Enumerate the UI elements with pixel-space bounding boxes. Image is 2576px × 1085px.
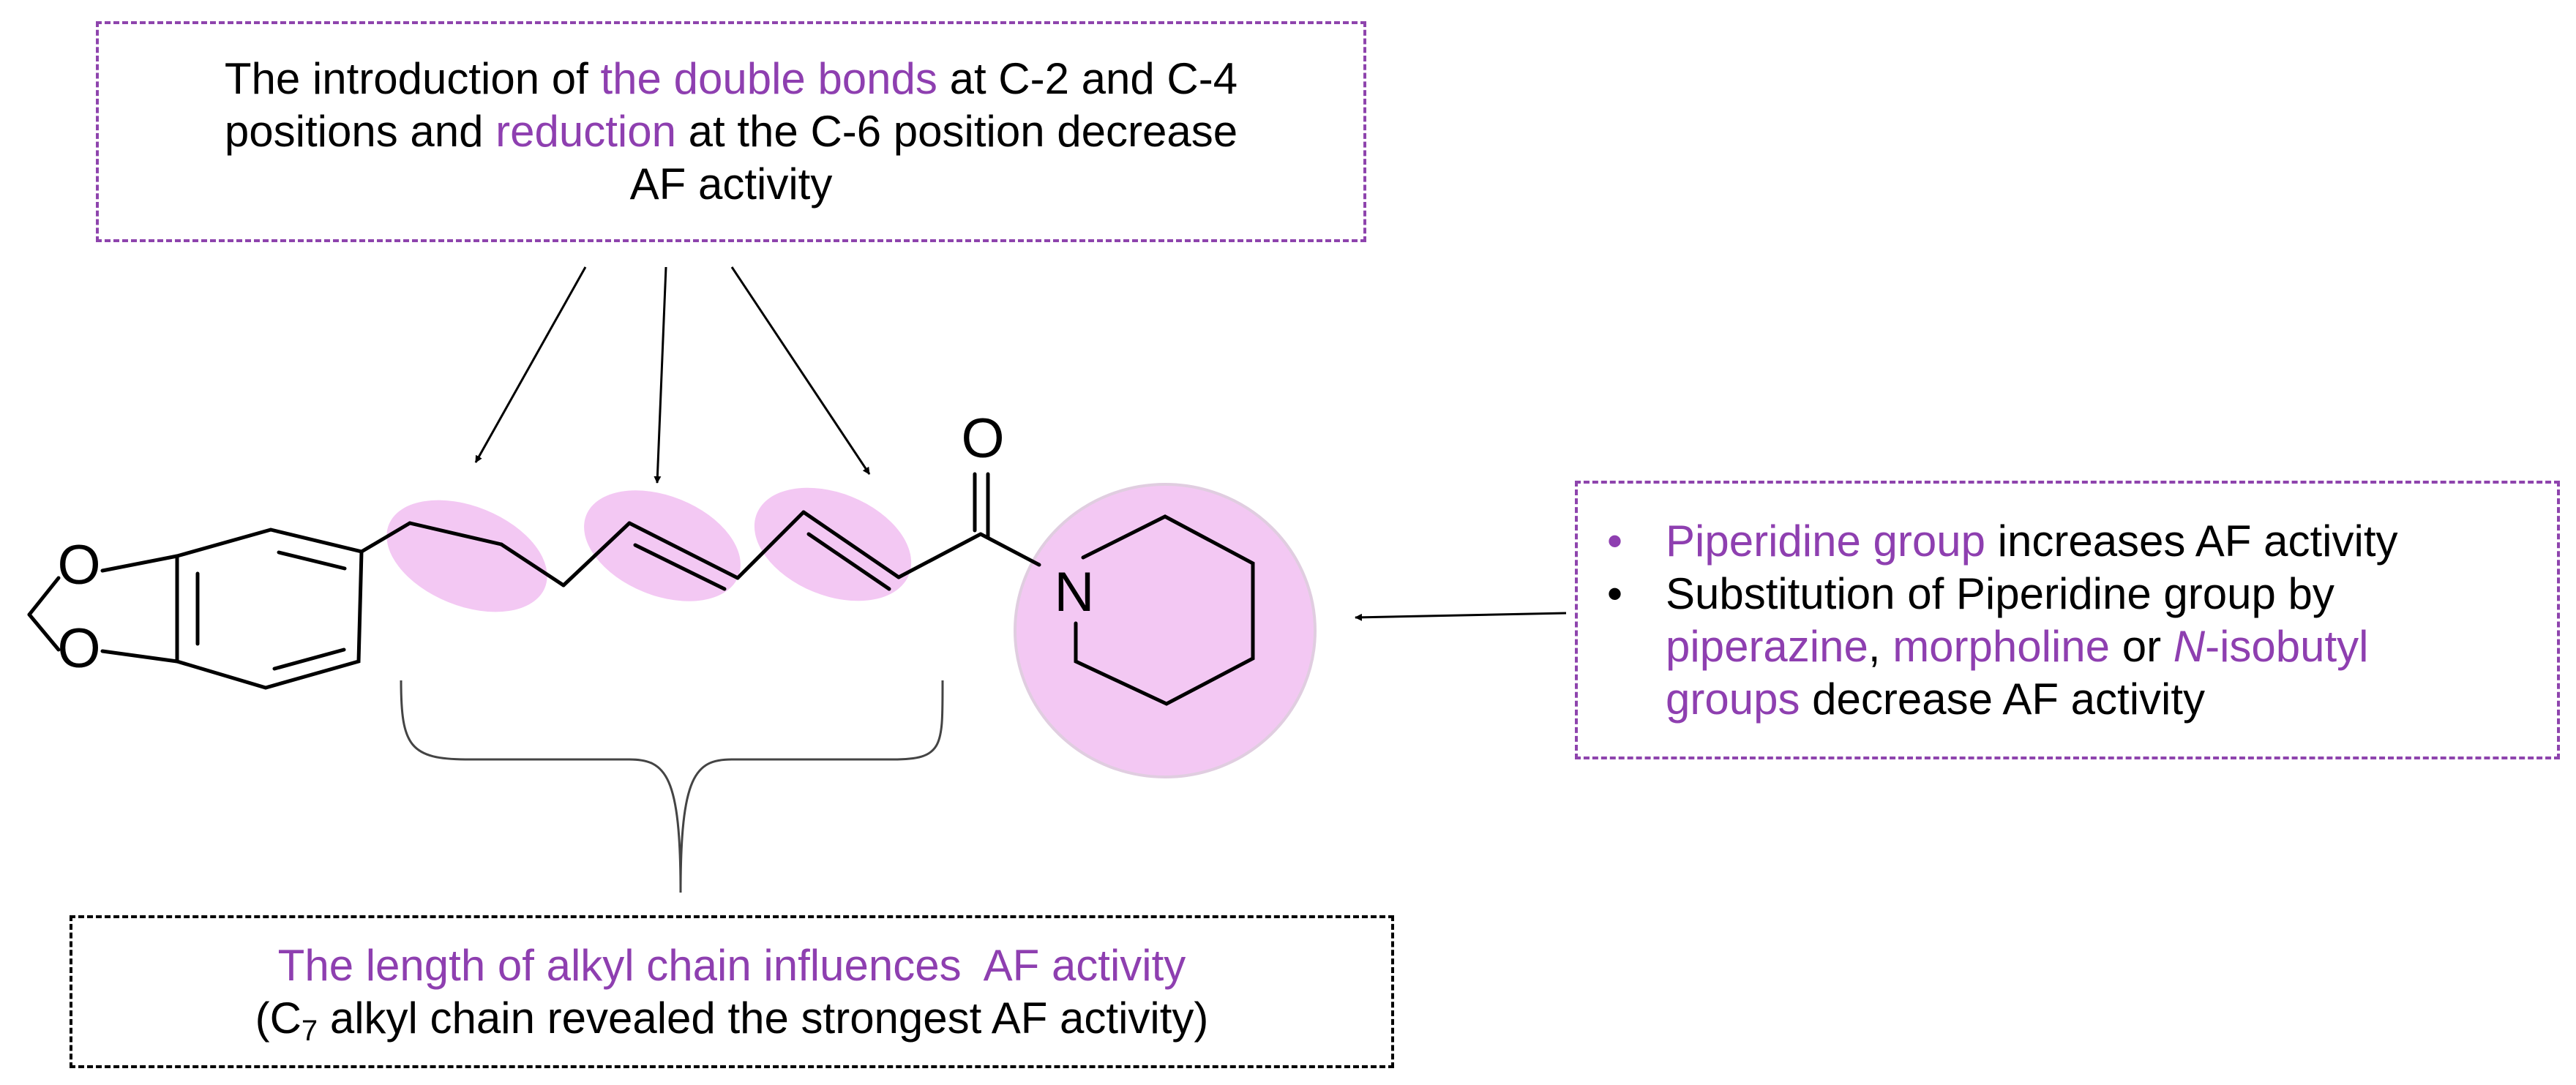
piperidine-annotation-box: • Piperidine group increases AF activity…: [1575, 481, 2560, 759]
text-segment: at C-2 and C-4: [937, 54, 1238, 103]
piperidine-ring: [1074, 514, 1255, 706]
highlight-double-bonds: the double bonds: [600, 54, 937, 103]
highlight-morpholine: morpholine: [1892, 621, 2111, 671]
highlight-isobutyl: -isobutyl: [2205, 621, 2369, 671]
atom-o-carbonyl: O: [961, 408, 1004, 470]
alkyl-chain-line-1: The length of alkyl chain influences AF …: [277, 940, 1186, 990]
alkyl-chain-line-2: (C7 alkyl chain revealed the strongest A…: [255, 992, 1209, 1045]
highlight-c2-region: [754, 487, 912, 601]
pointer-arrows: [474, 266, 1567, 621]
highlight-groups: groups: [1666, 674, 1800, 724]
highlight-c4-region: [584, 490, 741, 601]
text-segment: (C: [255, 993, 302, 1043]
double-bond-line-1: The introduction of the double bonds at …: [225, 53, 1238, 105]
highlight-reduction: reduction: [495, 107, 676, 156]
bond-c4-c3: [627, 521, 740, 580]
bond-c1-carbonyl: [896, 532, 983, 579]
highlight-piperidine-group: Piperidine group: [1666, 516, 1985, 566]
bond-c5-c4: [561, 521, 632, 587]
bond-c7-c6: [408, 521, 503, 547]
bond-ring-o-bottom: [100, 649, 179, 664]
text-segment: Substitution of Piperidine group by: [1666, 568, 2334, 618]
text-segment: The introduction of: [224, 54, 601, 103]
text-segment: at the C-6 position decrease: [675, 107, 1238, 156]
bond-c2-c1-double: [806, 532, 891, 591]
bond-o-ch2-top: [27, 576, 61, 617]
text-segment: ,: [1868, 621, 1893, 671]
benzene-inner-bond-1: [277, 550, 347, 571]
highlight-piperazine: piperazine: [1666, 621, 1868, 671]
bond-ring-c7: [359, 521, 412, 554]
alkyl-chain-brace: [400, 680, 944, 893]
double-bond-line-3: AF activity: [629, 159, 833, 209]
arrow-to-piperidine: [1355, 612, 1567, 621]
double-bond-line-2: positions and reduction at the C-6 posit…: [225, 105, 1238, 158]
bullet-item-1: • Piperidine group increases AF activity: [1607, 515, 2544, 568]
bullet-marker: •: [1607, 568, 1623, 618]
text-segment: decrease AF activity: [1800, 674, 2206, 724]
bond-c2-c1: [801, 510, 901, 579]
highlight-regions: [386, 483, 1317, 778]
bullet-marker: •: [1607, 516, 1623, 566]
highlight-n-italic: N: [2173, 621, 2206, 671]
double-bond-annotation-box: The introduction of the double bonds at …: [96, 21, 1366, 242]
atom-labels: O N O O: [57, 408, 1094, 680]
highlight-piperidine: [1014, 483, 1317, 778]
molecule-bonds: [27, 472, 1255, 706]
arrow-to-c6: [474, 266, 587, 463]
atom-n: N: [1055, 561, 1095, 623]
atom-o-ring-top: O: [57, 534, 100, 596]
highlight-c6-region: [386, 500, 547, 612]
text-segment: increases AF activity: [1985, 516, 2398, 566]
arrow-to-c4: [654, 266, 667, 484]
bond-o-ch2-bottom: [27, 612, 61, 652]
bond-carbonyl-n: [978, 532, 1041, 567]
atom-o-ring-bottom: O: [57, 617, 100, 680]
subscript-seven: 7: [301, 1014, 318, 1047]
text-segment: positions and: [224, 107, 496, 156]
text-segment: or: [2110, 621, 2174, 671]
bond-ring-o-top: [100, 554, 179, 573]
bond-c4-c3-double: [633, 543, 727, 591]
benzene-inner-bond-2: [272, 647, 346, 671]
bond-c3-c2: [735, 510, 806, 580]
arrow-to-c2: [730, 266, 871, 475]
text-segment: alkyl chain revealed the strongest AF ac…: [318, 993, 1209, 1043]
alkyl-chain-annotation-box: The length of alkyl chain influences AF …: [70, 915, 1394, 1068]
bond-c6-c5: [499, 542, 566, 587]
benzene-ring: [175, 528, 364, 690]
